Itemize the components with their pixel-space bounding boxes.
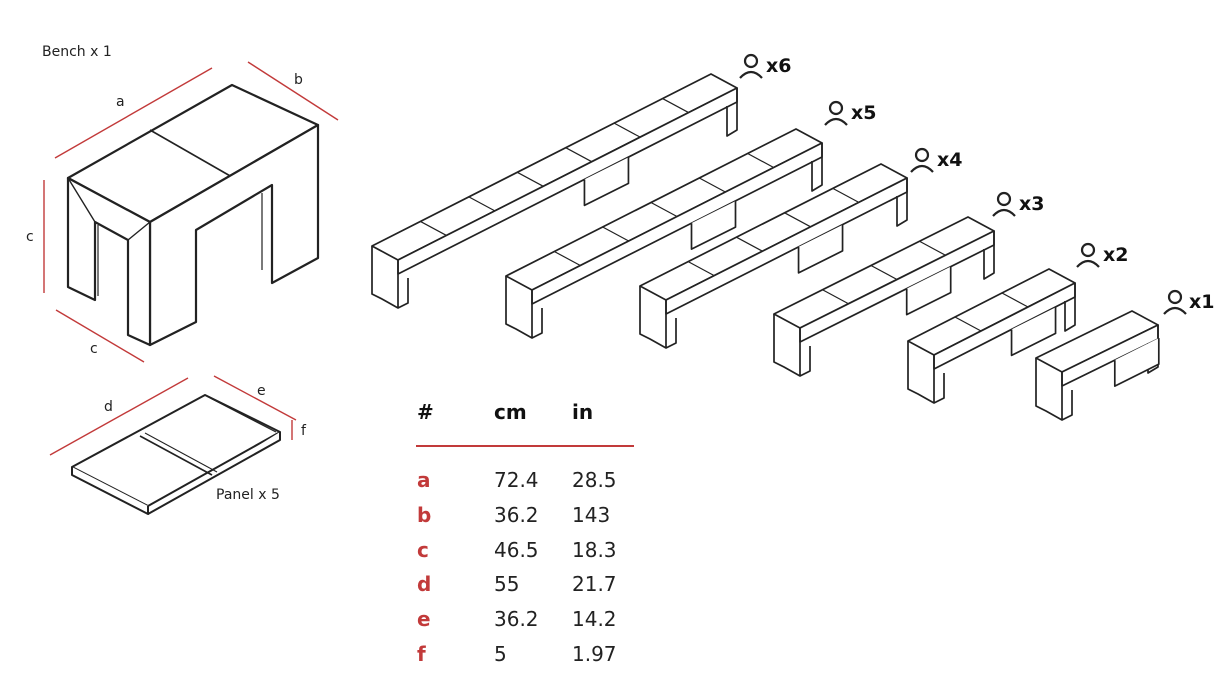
dimension-label-c-bottom: c	[90, 341, 98, 357]
table-header-key: #	[417, 400, 434, 424]
row-cm-b: 36.2	[494, 503, 539, 527]
seat-count-three: x3	[1019, 193, 1045, 215]
row-cm-e: 36.2	[494, 607, 539, 631]
dimension-label-e: e	[257, 383, 266, 399]
row-key-b: b	[417, 503, 432, 527]
row-key-a: a	[417, 468, 431, 492]
bench-configuration-one	[1035, 310, 1160, 421]
person-icon	[739, 53, 763, 79]
dimension-label-b: b	[294, 72, 303, 88]
seat-count-four: x4	[937, 149, 963, 171]
row-cm-f: 5	[494, 642, 507, 666]
dimension-label-d: d	[104, 399, 113, 415]
bench-drawing	[66, 83, 320, 347]
row-in-a: 28.5	[572, 468, 617, 492]
person-icon	[1163, 289, 1187, 315]
dimension-label-f: f	[301, 423, 306, 439]
bench-configuration-four	[639, 163, 908, 349]
row-key-c: c	[417, 538, 429, 562]
bench-configuration-three	[773, 216, 995, 377]
person-icon	[824, 100, 848, 126]
seat-count-two: x2	[1103, 244, 1129, 266]
table-divider	[416, 445, 634, 447]
row-in-c: 18.3	[572, 538, 617, 562]
panel-drawing	[71, 394, 281, 515]
seat-count-five: x5	[851, 102, 877, 124]
dimension-label-a: a	[116, 94, 125, 110]
configurations-drawings	[371, 73, 1160, 421]
row-cm-c: 46.5	[494, 538, 539, 562]
seat-count-six: x6	[766, 55, 792, 77]
row-in-b: 143	[572, 503, 611, 527]
bench-dimension-lines	[43, 61, 339, 363]
row-cm-a: 72.4	[494, 468, 539, 492]
row-in-d: 21.7	[572, 572, 617, 596]
row-in-e: 14.2	[572, 607, 617, 631]
row-cm-d: 55	[494, 572, 520, 596]
bench-label: Bench x 1	[42, 44, 112, 60]
person-icon	[992, 191, 1016, 217]
table-header-cm: cm	[494, 400, 527, 424]
table-header-in: in	[572, 400, 594, 424]
seat-count-one: x1	[1189, 291, 1214, 313]
row-key-e: e	[417, 607, 431, 631]
panel-dimension-lines	[49, 375, 297, 456]
row-in-f: 1.97	[572, 642, 617, 666]
dimension-label-c-vertical: c	[26, 229, 34, 245]
panel-label: Panel x 5	[216, 487, 280, 503]
person-icon	[1076, 242, 1100, 268]
bench-configuration-two	[907, 268, 1076, 404]
bench-configuration-five	[505, 128, 823, 339]
bench-configuration-six	[371, 73, 738, 309]
row-key-d: d	[417, 572, 432, 596]
person-icon	[910, 147, 934, 173]
row-key-f: f	[417, 642, 426, 666]
